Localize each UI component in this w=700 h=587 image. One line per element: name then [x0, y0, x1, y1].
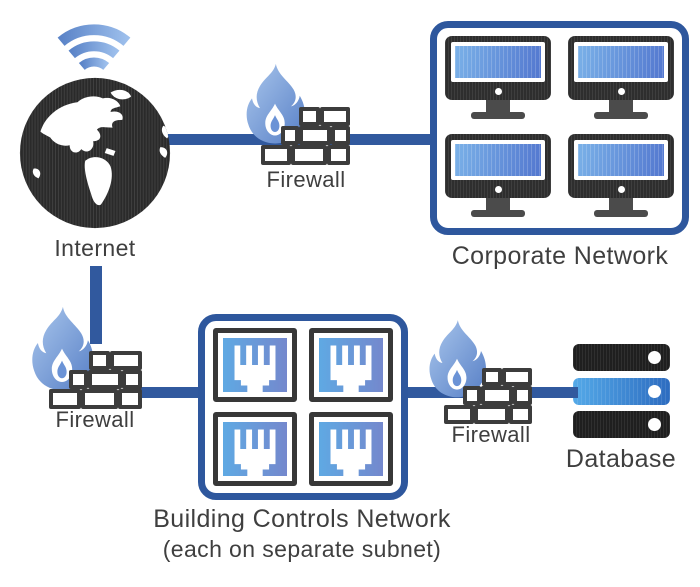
- monitor-icon: [445, 134, 551, 217]
- database-label: Database: [565, 445, 677, 473]
- monitor-icon: [445, 36, 551, 119]
- flame-icon-right: [429, 320, 487, 398]
- monitor-icon: [568, 134, 674, 217]
- brick-wall-icon-left: [49, 351, 142, 409]
- monitor-icon: [568, 36, 674, 119]
- database-bar-bottom: [573, 411, 670, 438]
- ethernet-port-icon: [213, 412, 297, 486]
- brick-wall-icon-right: [444, 368, 532, 424]
- corporate-network-box: [430, 21, 689, 235]
- ethernet-port-icon: [213, 328, 297, 402]
- building-controls-network-box: [198, 314, 408, 500]
- building-controls-network-label: Building Controls Network: [153, 505, 451, 533]
- flame-icon-top: [246, 63, 305, 144]
- database-bar-middle: [573, 378, 670, 405]
- firewall-left-label: Firewall: [55, 407, 135, 432]
- firewall-top-label: Firewall: [266, 167, 346, 192]
- ethernet-port-icon: [309, 412, 393, 486]
- internet-label: Internet: [54, 235, 136, 261]
- building-controls-network-sublabel: (each on separate subnet): [162, 536, 442, 562]
- corporate-network-label: Corporate Network: [451, 242, 669, 270]
- connector-firewall-building: [140, 387, 208, 398]
- brick-wall-icon-top: [261, 107, 350, 165]
- flame-icon-left: [32, 306, 94, 391]
- wifi-icon: [57, 24, 131, 71]
- globe-icon: [19, 77, 171, 229]
- database-bar-top: [573, 344, 670, 371]
- ethernet-port-icon: [309, 328, 393, 402]
- firewall-right-label: Firewall: [451, 422, 531, 447]
- connector-internet-down: [90, 266, 102, 344]
